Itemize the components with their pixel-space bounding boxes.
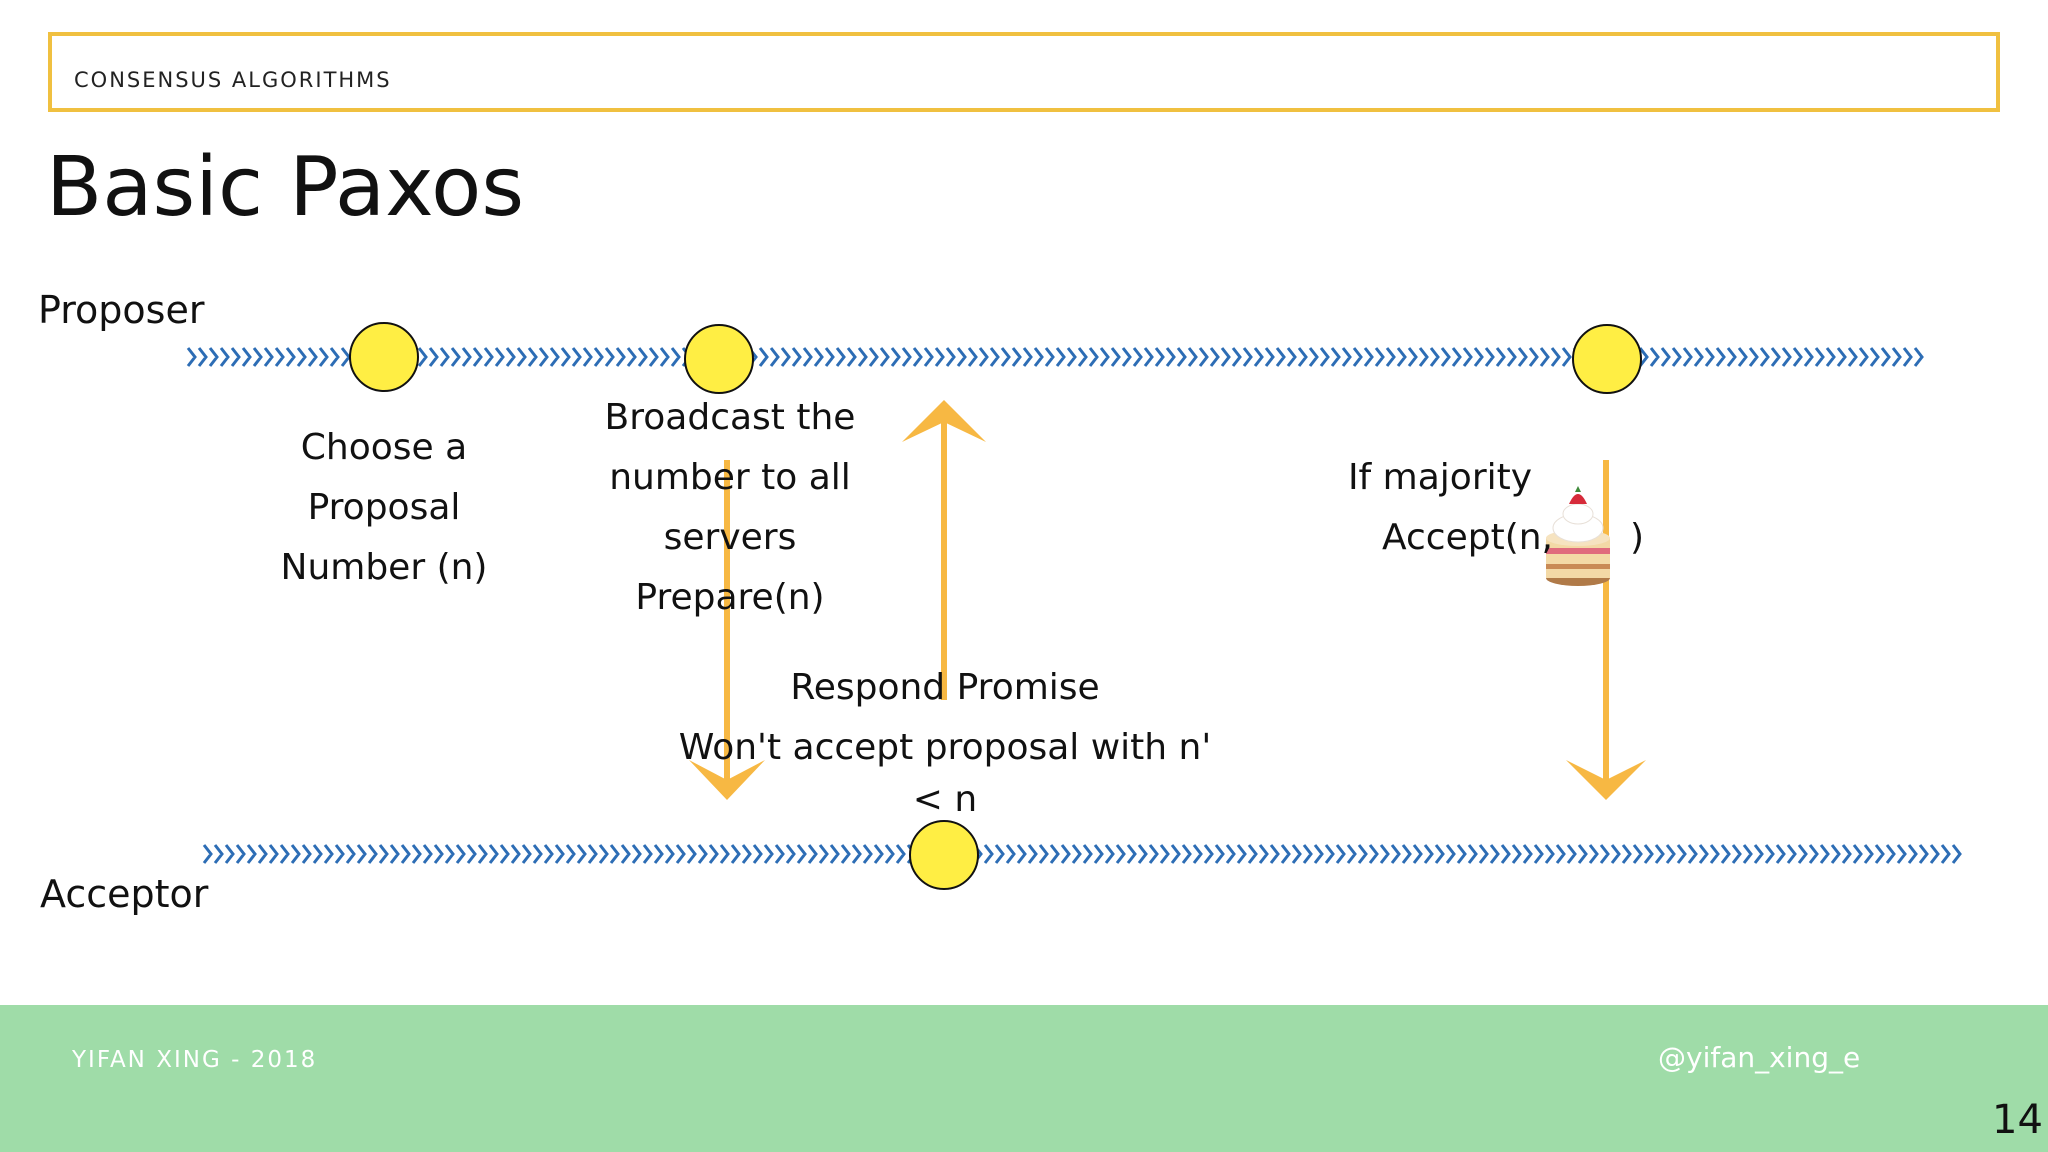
promise-caption: Respond Promise Won't accept proposal wi… [660, 658, 1230, 812]
cake-icon [1546, 486, 1610, 586]
choose-number-caption: Choose a Proposal Number (n) [272, 418, 496, 598]
footer-handle: @yifan_xing_e [1658, 1041, 1861, 1074]
broadcast-caption: Broadcast the number to all servers Prep… [590, 388, 870, 628]
caption-line: Respond Promise [790, 667, 1100, 708]
caption-line: Prepare(n) [635, 577, 825, 618]
slide-title: Basic Paxos [46, 140, 525, 235]
promise-arrow [902, 400, 986, 700]
timeline-chevrons [186, 347, 1924, 367]
caption-line: number to all [609, 457, 851, 498]
acceptor-timeline [202, 844, 1962, 864]
accept-caption-prefix: Accept(n, [1382, 517, 1553, 558]
promise-node [909, 820, 979, 890]
accept-arrow [1566, 460, 1646, 800]
footer-bar: YIFAN XING - 2018 @yifan_xing_e 14 [0, 1005, 2048, 1152]
section-header: CONSENSUS ALGORITHMS [48, 32, 2000, 112]
caption-line: Choose a [300, 427, 468, 468]
footer-author: YIFAN XING - 2018 [72, 1047, 318, 1073]
proposer-label: Proposer [38, 288, 205, 332]
caption-line: servers [663, 517, 797, 558]
accept-node [1572, 324, 1642, 394]
prepare-arrow [689, 460, 765, 800]
caption-line: Broadcast the [604, 397, 856, 438]
caption-line: Proposal [307, 487, 461, 528]
caption-line: < n [912, 779, 978, 812]
accept-caption-suffix: ) [1630, 517, 1645, 558]
choose-number-node [349, 322, 419, 392]
timeline-chevrons [202, 844, 1962, 864]
caption-line: If majority [1347, 457, 1533, 498]
proposer-timeline [186, 347, 1924, 367]
acceptor-label: Acceptor [40, 872, 209, 916]
caption-line: Won't accept proposal with n' [678, 727, 1212, 768]
broadcast-node [684, 324, 754, 394]
caption-line: Number (n) [280, 547, 488, 588]
majority-caption: If majority [1320, 448, 1560, 508]
section-label: CONSENSUS ALGORITHMS [74, 68, 392, 92]
page-number: 14 [1992, 1097, 2043, 1143]
